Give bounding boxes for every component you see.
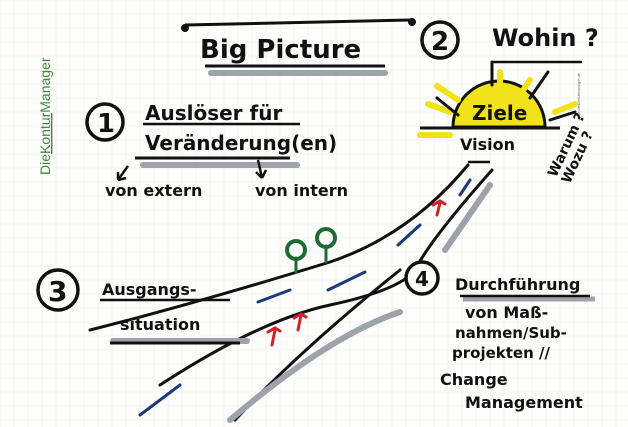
svg-text:Ziele: Ziele (472, 101, 527, 125)
svg-text:Change: Change (440, 370, 508, 389)
svg-text:4: 4 (415, 267, 429, 291)
step-3: 3 Ausgangs- situation (36, 268, 250, 345)
svg-text:Vision: Vision (460, 135, 515, 154)
svg-text:von Maß-: von Maß- (465, 303, 548, 322)
svg-text:Auslöser für: Auslöser für (145, 101, 282, 125)
step-1: 1 Auslöser für Veränderung(en) von exter… (85, 101, 348, 200)
svg-text:projekten //: projekten // (452, 344, 550, 362)
website-text: www.diekonturmanager.de (576, 72, 581, 120)
step-2: 2 Wohin ? Ziele Vision Warum ? Wozu ? (417, 20, 599, 187)
svg-text:nahmen/Sub-: nahmen/Sub- (455, 324, 567, 342)
step-4: 4 Durchführung von Maß- nahmen/Sub- proj… (404, 260, 595, 412)
svg-text:2: 2 (431, 27, 449, 57)
svg-text:von intern: von intern (255, 181, 348, 200)
svg-text:3: 3 (48, 275, 67, 308)
logo: DieKonturManager (37, 57, 53, 175)
svg-text:Wohin ?: Wohin ? (492, 24, 599, 52)
svg-text:Durchführung: Durchführung (455, 275, 580, 294)
svg-text:Management: Management (465, 393, 583, 412)
svg-text:Veränderung(en): Veränderung(en) (145, 131, 337, 155)
title-block: Big Picture (181, 18, 416, 76)
sun: Ziele (417, 60, 578, 138)
svg-text:www.diekonturmanager.de: www.diekonturmanager.de (576, 72, 581, 120)
title: Big Picture (200, 35, 361, 65)
svg-text:von extern: von extern (105, 181, 202, 200)
svg-text:Ausgangs-: Ausgangs- (102, 280, 197, 299)
why-text: Warum ? Wozu ? (545, 111, 597, 187)
svg-text:situation: situation (120, 315, 200, 334)
svg-text:1: 1 (97, 109, 115, 139)
svg-text:DieKonturManager: DieKonturManager (37, 57, 53, 175)
trees (285, 227, 337, 274)
